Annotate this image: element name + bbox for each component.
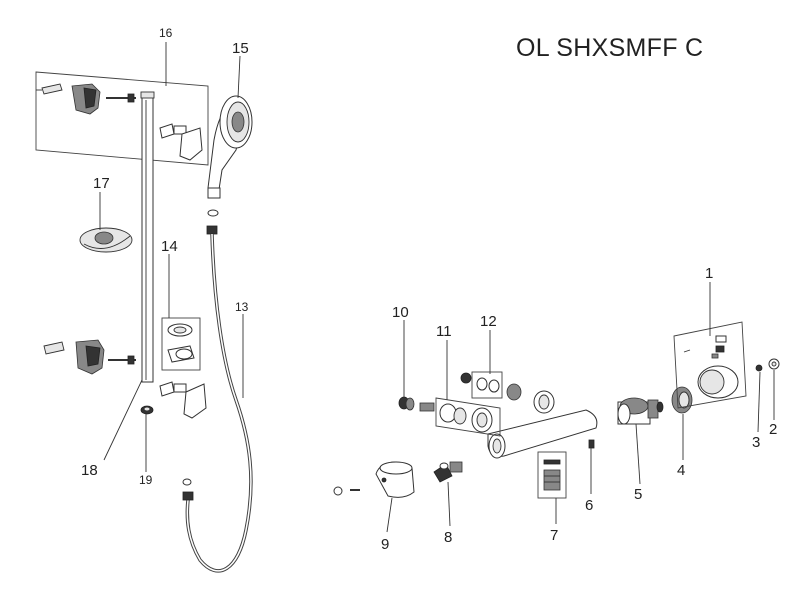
part-14-slider bbox=[161, 317, 201, 371]
part-16-wall-bracket-kit bbox=[35, 71, 209, 166]
part-11-check-valve bbox=[419, 397, 501, 437]
callout-10: 10 bbox=[392, 304, 409, 321]
part-12-seal-set bbox=[460, 371, 555, 414]
callout-13: 13 bbox=[235, 300, 249, 314]
callout-6: 6 bbox=[585, 497, 593, 514]
callout-18: 18 bbox=[81, 462, 98, 479]
callout-8: 8 bbox=[444, 529, 452, 546]
part-18-slide-rail bbox=[140, 91, 155, 383]
callout-14: 14 bbox=[161, 238, 178, 255]
lower-wall-bracket bbox=[43, 339, 207, 419]
diagram-title: OL SHXSMFF C bbox=[516, 34, 704, 62]
part-9-flow-handle bbox=[333, 461, 415, 498]
callout-19: 19 bbox=[139, 473, 153, 487]
part-10-spring bbox=[398, 396, 415, 411]
callout-11: 11 bbox=[436, 323, 452, 340]
callout-15: 15 bbox=[232, 40, 249, 57]
part-17-handset-holder bbox=[79, 227, 133, 253]
callout-2: 2 bbox=[769, 421, 777, 438]
callout-9: 9 bbox=[381, 536, 389, 553]
part-7-filter bbox=[537, 451, 567, 499]
callout-12: 12 bbox=[480, 313, 497, 330]
leader-lines bbox=[99, 42, 775, 533]
callout-3: 3 bbox=[752, 434, 760, 451]
part-6-valve-body bbox=[487, 409, 598, 459]
part-2-cap bbox=[768, 358, 780, 370]
callout-5: 5 bbox=[634, 486, 642, 503]
callout-4: 4 bbox=[677, 462, 685, 479]
callout-1: 1 bbox=[705, 265, 713, 282]
callout-17: 17 bbox=[93, 175, 110, 192]
part-13-shower-hose bbox=[182, 225, 253, 573]
callout-labels: 16 15 17 14 13 18 19 10 11 12 1 2 3 4 5 … bbox=[81, 26, 777, 553]
callout-7: 7 bbox=[550, 527, 558, 544]
part-19-end-cap bbox=[140, 405, 154, 415]
part-15-shower-handset bbox=[207, 95, 253, 217]
part-8-outlet bbox=[433, 461, 463, 483]
part-1-temperature-handle bbox=[673, 321, 747, 409]
callout-16: 16 bbox=[159, 26, 173, 40]
part-3-screw bbox=[755, 364, 763, 372]
part-5-thermostatic-cartridge bbox=[617, 397, 664, 425]
part-4-locking-ring bbox=[671, 386, 693, 414]
